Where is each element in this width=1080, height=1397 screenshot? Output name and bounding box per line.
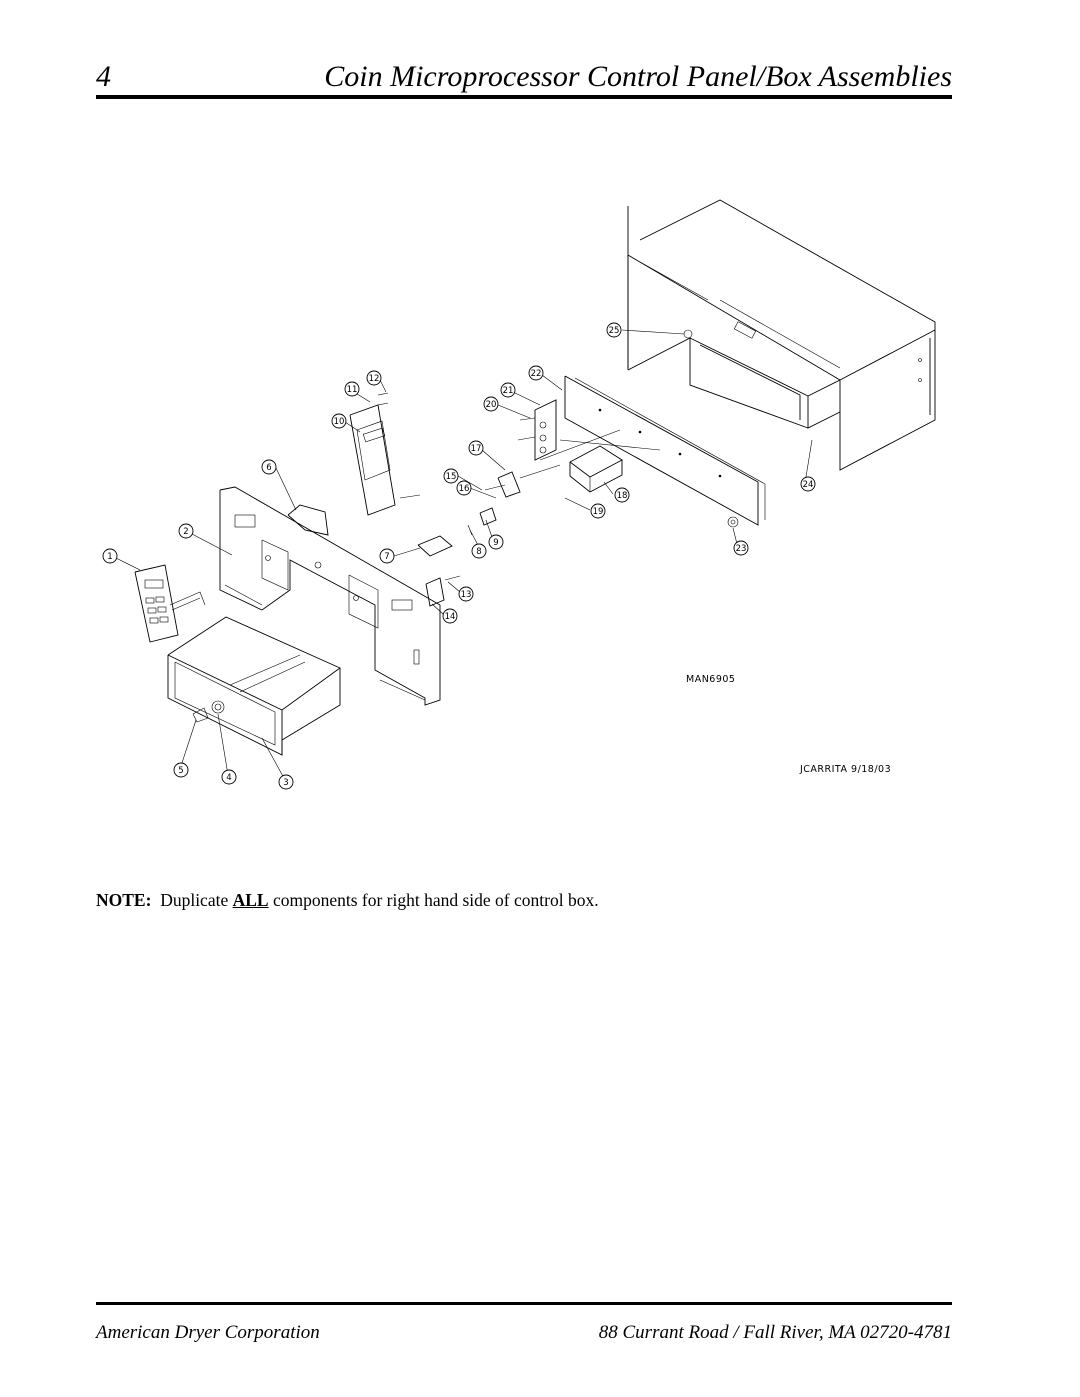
callout-20: 20: [483, 396, 499, 412]
callout-16: 16: [456, 480, 472, 496]
svg-text:17: 17: [471, 444, 482, 454]
svg-text:14: 14: [445, 612, 456, 622]
note-label: NOTE:: [96, 890, 152, 910]
svg-text:19: 19: [593, 507, 604, 517]
mounting-rail: [564, 375, 766, 528]
footer-rule: [96, 1302, 952, 1305]
callout-24: 24: [800, 476, 816, 492]
callout-23: 23: [733, 540, 749, 556]
exploded-parts-diagram: 1 2 3 4 5 6 7 8 9 10 11 12 13 14 15 16 1…: [102, 199, 936, 790]
svg-text:4: 4: [226, 773, 231, 783]
drawing-number: MAN6905: [686, 674, 735, 685]
footer-address: 88 Currant Road / Fall River, MA 02720-4…: [598, 1322, 952, 1343]
svg-text:18: 18: [617, 491, 628, 501]
svg-text:8: 8: [476, 547, 481, 557]
small-components: [417, 429, 661, 607]
callout-10: 10: [331, 413, 347, 429]
callout-25: 25: [606, 322, 622, 338]
callout-9: 9: [488, 534, 504, 550]
svg-text:12: 12: [369, 374, 380, 384]
note-text-before: Duplicate: [160, 890, 229, 910]
svg-text:7: 7: [384, 552, 389, 562]
callout-15: 15: [443, 468, 459, 484]
callout-12: 12: [366, 370, 382, 386]
svg-text:1: 1: [107, 552, 112, 562]
svg-text:2: 2: [183, 527, 188, 537]
callout-21: 21: [500, 382, 516, 398]
svg-text:20: 20: [486, 400, 497, 410]
drafter-stamp: JCARRITA 9/18/03: [799, 764, 891, 775]
svg-text:15: 15: [446, 472, 457, 482]
page-header: 4 Coin Microprocessor Control Panel/Box …: [96, 58, 952, 98]
svg-text:21: 21: [503, 386, 514, 396]
svg-text:22: 22: [531, 369, 542, 379]
callout-1: 1: [102, 548, 118, 564]
svg-text:25: 25: [609, 326, 620, 336]
callout-17: 17: [468, 440, 484, 456]
callout-14: 14: [442, 608, 458, 624]
note: NOTE: Duplicate ALL components for right…: [96, 890, 599, 911]
front-panel: [219, 486, 441, 706]
control-box-cabinet: [627, 199, 936, 471]
callout-8: 8: [471, 543, 487, 559]
svg-text:23: 23: [736, 544, 747, 554]
callout-7: 7: [379, 548, 395, 564]
header-rule: [96, 95, 952, 99]
callout-18: 18: [614, 487, 630, 503]
svg-text:6: 6: [266, 463, 271, 473]
callout-4: 4: [221, 769, 237, 785]
circuit-board: [569, 445, 623, 493]
note-text-after: components for right hand side of contro…: [272, 890, 599, 910]
page-number: 4: [96, 60, 111, 93]
bracket-plate: [517, 399, 557, 461]
callout-5: 5: [173, 762, 189, 778]
keypad-display: [134, 564, 206, 643]
callout-13: 13: [458, 586, 474, 602]
callout-3: 3: [278, 774, 294, 790]
note-emphasis: ALL: [232, 890, 269, 910]
coin-drawer: [167, 616, 341, 756]
svg-text:9: 9: [493, 538, 498, 548]
svg-text:3: 3: [283, 778, 288, 788]
callout-11: 11: [344, 381, 360, 397]
svg-text:10: 10: [334, 417, 345, 427]
callout-22: 22: [528, 365, 544, 381]
svg-text:5: 5: [178, 766, 183, 776]
callout-19: 19: [590, 503, 606, 519]
page-title: Coin Microprocessor Control Panel/Box As…: [324, 60, 952, 93]
callout-6: 6: [261, 459, 277, 475]
svg-text:13: 13: [461, 590, 472, 600]
svg-text:11: 11: [347, 385, 358, 395]
svg-text:24: 24: [803, 480, 814, 490]
svg-text:16: 16: [459, 484, 470, 494]
callout-2: 2: [178, 523, 194, 539]
coin-acceptor: [349, 392, 421, 516]
footer-company: American Dryer Corporation: [96, 1322, 320, 1343]
